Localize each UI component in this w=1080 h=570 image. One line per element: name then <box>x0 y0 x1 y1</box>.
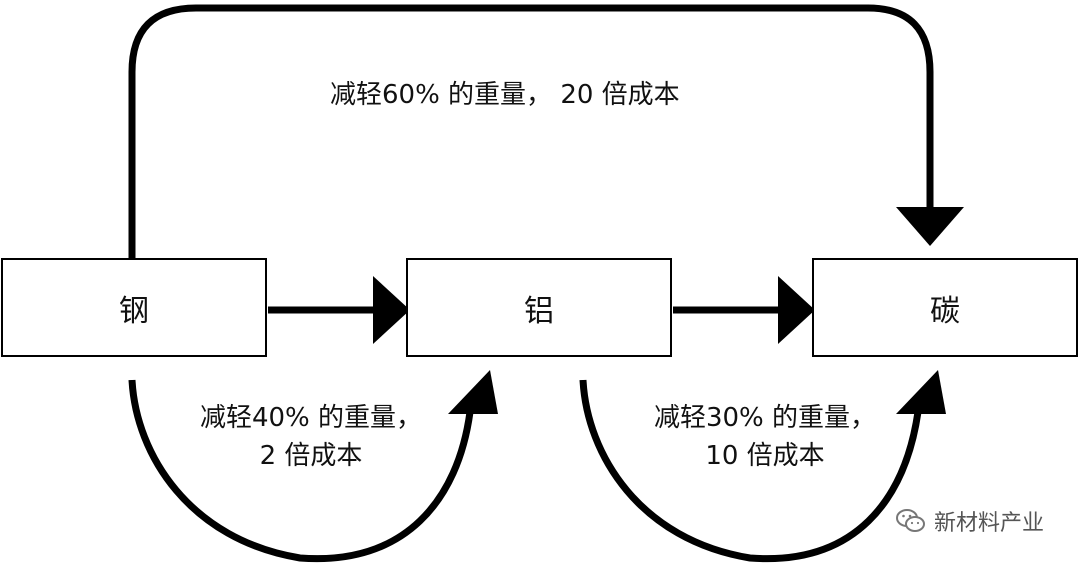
edge-label-aluminum-to-carbon-line1: 减轻30% 的重量， <box>653 403 877 433</box>
arrowhead-into-aluminum <box>373 276 410 344</box>
curve-steel-to-aluminum <box>128 379 474 563</box>
node-aluminum-label: 铝 <box>524 293 554 329</box>
arrow-steel-to-carbon <box>128 4 934 278</box>
arrowhead-top-into-carbon <box>896 207 964 246</box>
arrowhead-curve-into-aluminum <box>448 370 498 414</box>
node-carbon-label: 碳 <box>930 293 960 329</box>
edge-label-aluminum-to-carbon-line2: 10 倍成本 <box>705 441 825 471</box>
watermark-text: 新材料产业 <box>933 511 1044 536</box>
edge-label-steel-to-carbon: 减轻60% 的重量， 20 倍成本 <box>330 76 750 114</box>
edge-label-steel-to-aluminum-line2: 2 倍成本 <box>259 441 363 471</box>
node-steel-label: 钢 <box>119 293 149 329</box>
watermark: 新材料产业 <box>895 505 1044 537</box>
edge-label-aluminum-to-carbon: 减轻30% 的重量， 10 倍成本 <box>630 399 900 475</box>
arrowhead-curve-into-carbon <box>896 370 946 414</box>
edge-label-steel-to-aluminum-line1: 减轻40% 的重量， <box>199 403 423 433</box>
wechat-icon <box>895 509 925 532</box>
node-aluminum: 铝 <box>406 258 672 357</box>
edge-label-steel-to-carbon-line1: 减轻60% 的重量， 20 倍成本 <box>330 80 680 110</box>
curve-aluminum-to-carbon <box>579 379 922 563</box>
node-carbon: 碳 <box>812 258 1078 357</box>
node-steel: 钢 <box>1 258 267 357</box>
arrowhead-into-carbon <box>778 276 815 344</box>
edge-label-steel-to-aluminum: 减轻40% 的重量， 2 倍成本 <box>176 399 446 475</box>
